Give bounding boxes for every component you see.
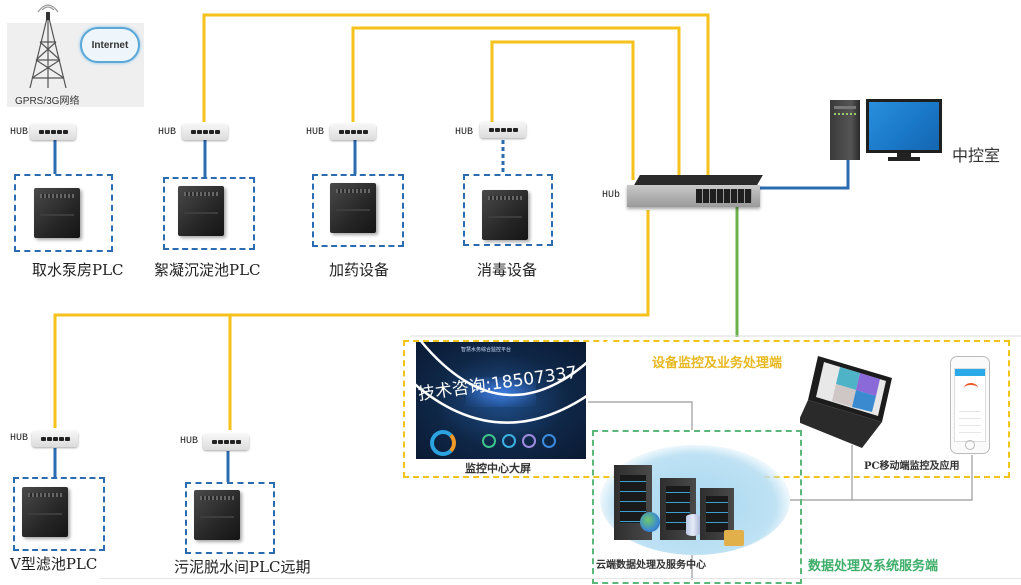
plc-device-icon-6[interactable] [194,490,240,540]
screen-donut-chart [430,430,456,456]
plc-device-icon-4[interactable] [482,190,528,240]
region-data-service-label: 数据处理及系统服务端 [808,559,939,574]
plc-device-icon-3[interactable] [330,183,376,233]
screen-gauge-4 [542,434,556,448]
hub-label-1: HUB [10,127,29,138]
monitor-icon [866,99,942,153]
plc-frame-5 [13,477,105,551]
gray-link-devices [790,455,973,501]
plc-device-icon-5[interactable] [22,487,68,537]
hub-switch-1[interactable] [30,124,76,140]
database-icon [686,514,700,536]
watermark-arcs [409,339,620,424]
hub-label-5: HUB [10,433,29,444]
monitor-screen-caption: 监控中心大屏 [465,462,531,475]
screen-title: 智慧水务综合监控平台 [461,347,512,353]
monitor-center-screen[interactable]: 智慧水务综合监控平台 [416,342,586,459]
internet-cloud-icon: Internet [80,27,140,63]
cell-tower-icon [29,4,67,89]
plc-device-icon-2[interactable] [178,186,224,236]
plc-frame-2 [163,177,255,250]
region-monitoring-label: 设备监控及业务处理端 [652,356,783,371]
hub-switch-5[interactable] [32,431,78,447]
smartphone-icon[interactable] [950,356,990,454]
folder-icon [724,530,744,546]
monitor-base [888,157,920,161]
globe-icon [640,512,660,532]
core-switch-icon[interactable] [627,175,763,207]
hub-label-4: HUB [455,127,474,138]
yellow-link-bottom [53,210,650,428]
plc-frame-3 [312,174,404,247]
plc-label-1: 取水泵房PLC [32,261,124,279]
hub-switch-4[interactable] [480,122,526,138]
hub-switch-6[interactable] [203,434,249,450]
plc-label-6: 污泥脱水间PLC远期 [174,558,311,576]
yellow-link-3 [490,40,635,180]
gray-link-screen [588,401,693,430]
plc-device-icon-1[interactable] [34,188,80,238]
hub-label-2: HUB [158,127,177,138]
screen-gauge-2 [502,434,516,448]
hub-switch-3[interactable] [330,124,376,140]
core-switch-label: HUb [602,190,621,201]
yellow-link-2 [351,26,681,180]
screen-gauge-3 [522,434,536,448]
screen-gauge-1 [482,434,496,448]
plc-label-4: 消毒设备 [477,261,538,279]
monitor-stand [897,153,911,157]
pc-mobile-label: PC移动端监控及应用 [864,461,960,472]
plc-frame-4 [463,174,553,246]
blue-link-control [756,160,850,190]
plc-label-5: V型滤池PLC [10,555,98,573]
server-tower-icon [830,100,860,160]
plc-frame-1 [14,174,113,252]
region-data-service [592,430,802,584]
plc-frame-6 [185,482,275,554]
cloud-center-label: 云端数据处理及服务中心 [596,560,706,571]
gprs-network-label: GPRS/3G网络 [15,96,80,107]
laptop-icon[interactable] [800,350,900,450]
internet-label: Internet [91,39,129,51]
hub-label-6: HUB [180,436,199,447]
bottom-divider [100,578,1021,579]
control-room-label: 中控室 [952,146,1001,165]
plc-label-3: 加药设备 [329,261,390,279]
hub-switch-2[interactable] [182,124,228,140]
plc-label-2: 絮凝沉淀池PLC [154,261,261,279]
hub-label-3: HUB [306,127,325,138]
yellow-link-1 [202,13,710,180]
